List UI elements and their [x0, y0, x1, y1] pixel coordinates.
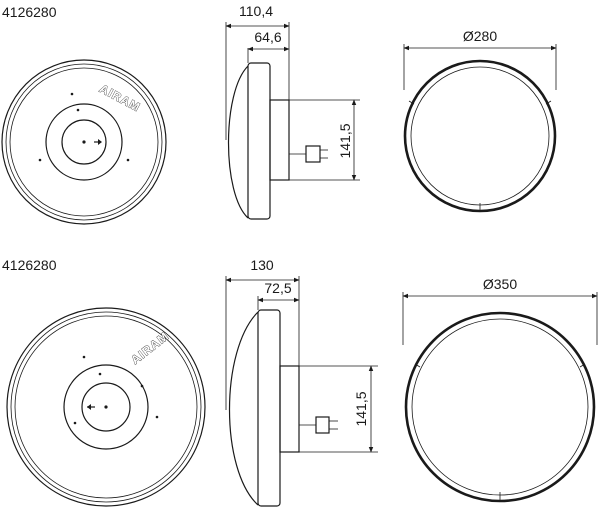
product-1-side-view [227, 62, 328, 220]
product-2-side-view [228, 309, 338, 507]
product-2-depth-label: 130 [250, 257, 274, 273]
product-2-body-depth-label: 72,5 [264, 280, 291, 296]
product-2-diameter-label: Ø350 [483, 276, 517, 292]
product-1-top-view: Ø280 [403, 28, 557, 213]
product-1-diameter-label: Ø280 [463, 28, 497, 44]
product-2-dimensions: 130 72,5 141,5 [225, 257, 378, 453]
product-1-code: 4126280 [2, 4, 57, 20]
product-2-code: 4126280 [2, 257, 57, 273]
product-2-top-view: Ø350 [402, 276, 598, 503]
product-1-body-depth-label: 64,6 [254, 29, 281, 45]
product-1: 4126280 AIRAM [1, 3, 557, 225]
product-2-height-label: 141,5 [353, 391, 369, 426]
product-2-front-view: AIRAM [6, 307, 206, 507]
product-2-brand-logo: AIRAM [128, 329, 172, 367]
product-1-depth-label: 110,4 [239, 3, 273, 19]
product-1-front-view: AIRAM [1, 59, 167, 225]
product-1-height-label: 141,5 [337, 123, 353, 158]
product-1-dimensions: 110,4 64,6 141,5 [225, 3, 360, 181]
product-2: 4126280 AIRAM [2, 257, 598, 507]
